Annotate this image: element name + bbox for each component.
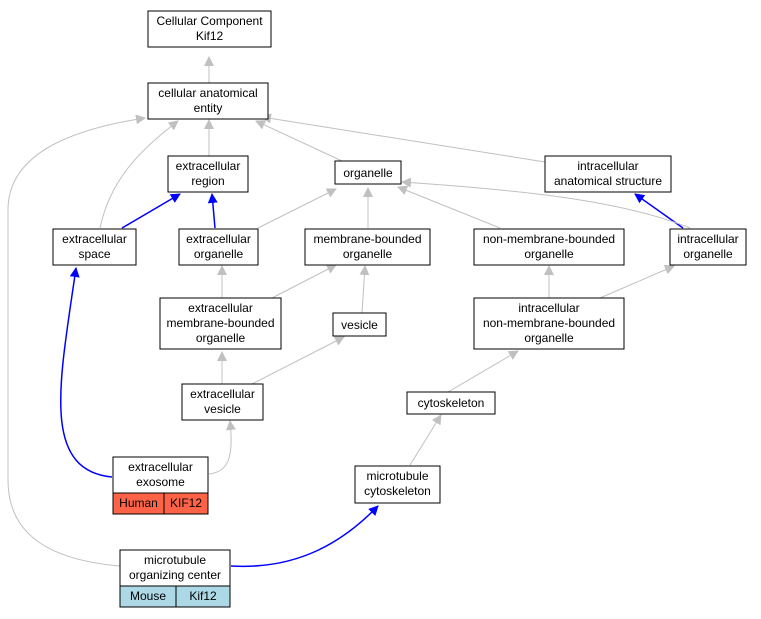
node-embo-line-3: organelle <box>196 331 246 345</box>
node-membrane-bounded-organelle[interactable]: membrane-bounded organelle <box>304 228 431 266</box>
node-org-line-1: organelle <box>343 166 393 180</box>
node-er-line-1: extracellular <box>176 159 241 173</box>
node-cae-line-1: cellular anatomical <box>158 86 257 100</box>
node-cae-line-2: entity <box>194 101 223 115</box>
node-embo-line-1: extracellular <box>188 301 253 315</box>
edge-io-org <box>401 177 691 229</box>
annotation-human-label: Human <box>119 496 158 510</box>
annotation-kif12-mouse-cell <box>175 585 231 608</box>
edge-mtoc-cae <box>7 114 146 567</box>
node-es-line-1: extracellular <box>62 232 127 246</box>
node-root[interactable]: Cellular Component Kif12 <box>147 10 272 48</box>
edge-ias-cae <box>261 113 546 163</box>
node-mbo-line-1: membrane-bounded <box>313 232 421 246</box>
node-mbo-line-2: organelle <box>343 247 393 261</box>
node-intracellular-anatomical-structure[interactable]: intracellular anatomical structure <box>544 155 672 193</box>
node-extracellular-space[interactable]: extracellular space <box>52 228 137 266</box>
annotation-kif12-label: KIF12 <box>170 496 202 510</box>
edge-eo-org <box>257 188 337 229</box>
edge-es-er <box>121 193 181 229</box>
edge-es-cae <box>99 120 179 229</box>
node-extracellular-membrane-bounded-organelle[interactable]: extracellular membrane-bounded organelle <box>159 297 282 350</box>
edge-mtoc-mtc <box>230 505 379 568</box>
node-extracellular-region[interactable]: extracellular region <box>167 155 249 193</box>
node-eo-line-2: organelle <box>194 247 244 261</box>
node-exo-line-1: extracellular <box>128 460 193 474</box>
node-root-line-2: Kif12 <box>196 29 224 43</box>
node-intracellular-non-membrane-bounded-organelle[interactable]: intracellular non-membrane-bounded organ… <box>473 297 625 350</box>
node-microtubule-organizing-center[interactable]: microtubule organizing center Mouse Kif1… <box>119 549 231 608</box>
node-inmbo-line-1: intracellular <box>518 301 579 315</box>
node-eo-line-1: extracellular <box>186 232 251 246</box>
node-inmbo-line-2: non-membrane-bounded <box>483 316 615 330</box>
node-non-membrane-bounded-organelle[interactable]: non-membrane-bounded organelle <box>473 228 625 266</box>
node-extracellular-vesicle[interactable]: extracellular vesicle <box>181 383 264 421</box>
node-ev-line-1: extracellular <box>190 387 255 401</box>
node-microtubule-cytoskeleton[interactable]: microtubule cytoskeleton <box>354 465 441 504</box>
node-er-line-2: region <box>191 174 224 188</box>
node-io-line-2: organelle <box>683 247 733 261</box>
node-embo-line-2: membrane-bounded <box>166 316 274 330</box>
node-mtc-line-1: microtubule <box>366 469 428 483</box>
node-exo-line-2: exosome <box>136 475 185 489</box>
node-ev-line-2: vesicle <box>204 402 241 416</box>
node-cyto-line-1: cytoskeleton <box>418 396 485 410</box>
node-es-line-2: space <box>78 247 110 261</box>
edge-eo-er <box>207 193 218 229</box>
edge-exo-es <box>60 267 113 478</box>
node-ves-line-1: vesicle <box>341 318 378 332</box>
node-inmbo-line-3: organelle <box>524 331 574 345</box>
node-organelle[interactable]: organelle <box>334 160 402 185</box>
node-intracellular-organelle[interactable]: intracellular organelle <box>669 228 747 266</box>
edges <box>7 56 691 568</box>
edge-inmbo-io <box>599 264 675 299</box>
node-cytoskeleton[interactable]: cytoskeleton <box>406 391 496 415</box>
edge-embo-mbo <box>271 264 337 299</box>
node-extracellular-exosome[interactable]: extracellular exosome Human KIF12 <box>112 456 209 515</box>
edge-mtc-cyto <box>409 414 442 466</box>
node-nmbo-line-1: non-membrane-bounded <box>483 232 615 246</box>
node-vesicle[interactable]: vesicle <box>332 312 387 337</box>
annotation-kif12-cell <box>163 492 209 515</box>
edge-ves-mbo <box>359 265 370 314</box>
node-root-line-1: Cellular Component <box>156 14 263 28</box>
edge-exo-ev <box>208 420 236 475</box>
node-cellular-anatomical-entity[interactable]: cellular anatomical entity <box>147 82 269 120</box>
edge-org-cae <box>255 120 343 162</box>
annotation-kif12-mouse-label: Kif12 <box>189 589 217 603</box>
node-io-line-1: intracellular <box>677 232 738 246</box>
edge-ev-ves <box>251 336 345 385</box>
edge-nmbo-org <box>397 185 501 229</box>
node-extracellular-organelle[interactable]: extracellular organelle <box>178 228 259 266</box>
node-mtc-line-2: cytoskeleton <box>364 484 431 498</box>
node-mtoc-line-1: microtubule <box>144 553 206 567</box>
node-ias-line-1: intracellular <box>577 159 638 173</box>
node-ias-line-2: anatomical structure <box>554 174 662 188</box>
annotation-mouse-label: Mouse <box>130 589 166 603</box>
edge-cyto-inmbo <box>447 350 519 393</box>
node-mtoc-line-2: organizing center <box>129 568 221 582</box>
node-nmbo-line-2: organelle <box>524 247 574 261</box>
